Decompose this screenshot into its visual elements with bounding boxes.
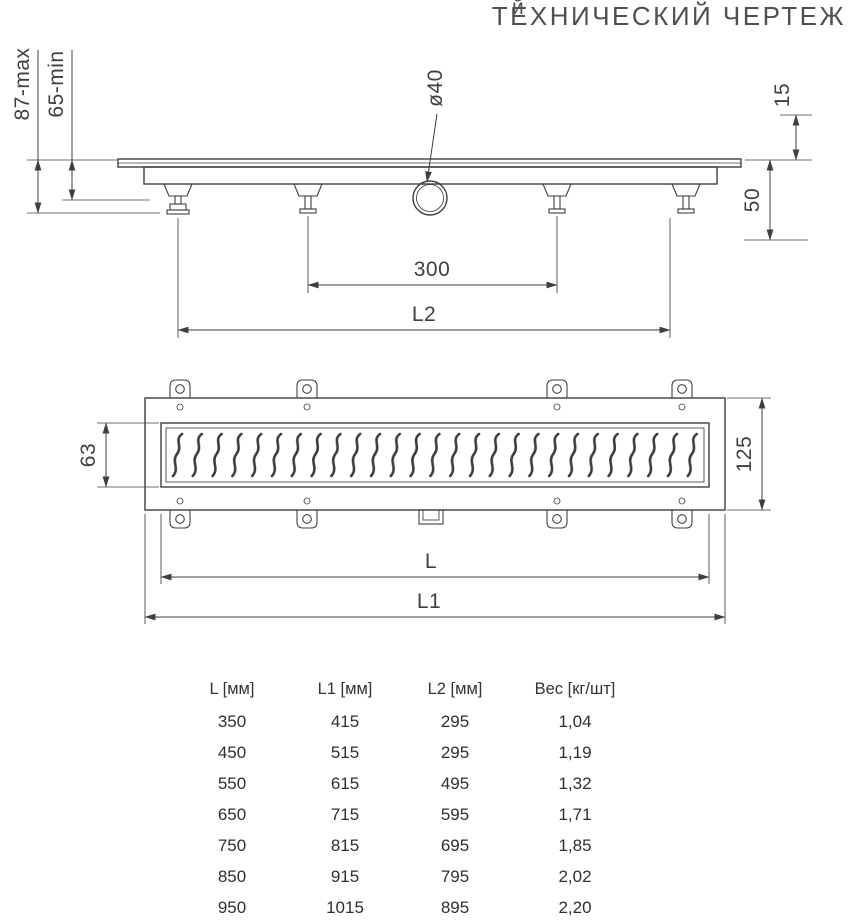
table-row: 950 1015 895 2,20 bbox=[170, 892, 636, 923]
table-cell: 795 bbox=[440, 866, 470, 886]
dim-label-63: 63 bbox=[77, 443, 100, 467]
table-cell: 695 bbox=[440, 835, 470, 855]
size-table: L [мм] L1 [мм] L2 [мм] Вес [кг/шт] 350 4… bbox=[170, 676, 636, 923]
drain-outlet bbox=[412, 180, 448, 216]
top-view: 63 125 L L1 bbox=[77, 379, 771, 624]
table-cell: 950 bbox=[217, 897, 247, 917]
table-cell: 415 bbox=[330, 711, 360, 731]
mounting-tab bbox=[546, 379, 568, 399]
table-cell: 1,71 bbox=[558, 804, 592, 824]
table-cell: 895 bbox=[440, 897, 470, 917]
support-leg bbox=[542, 183, 572, 214]
table-header-row: L [мм] L1 [мм] L2 [мм] Вес [кг/шт] bbox=[170, 676, 636, 702]
dimension-outlet-diameter: ø40 bbox=[424, 69, 447, 183]
table-cell: 450 bbox=[217, 742, 247, 762]
dimension-125: 125 bbox=[727, 397, 771, 511]
table-header-cell: L2 [мм] bbox=[427, 679, 483, 698]
table-cell: 1,85 bbox=[558, 835, 592, 855]
table-cell: 2,02 bbox=[558, 866, 592, 886]
table-cell: 1015 bbox=[326, 897, 364, 917]
table-cell: 915 bbox=[330, 866, 360, 886]
page-title: ТЕХНИЧЕСКИЙ ЧЕРТЕЖ bbox=[491, 1, 846, 31]
support-leg bbox=[671, 183, 701, 214]
dimension-height-min: 65-min bbox=[45, 50, 150, 201]
table-row: 750 815 695 1,85 bbox=[170, 830, 636, 861]
table-cell: 350 bbox=[217, 711, 247, 731]
table-cell: 2,20 bbox=[558, 897, 592, 917]
table-cell: 715 bbox=[330, 804, 360, 824]
mounting-tab bbox=[296, 379, 318, 399]
table-cell: 1,32 bbox=[558, 773, 592, 793]
mounting-tab bbox=[671, 509, 693, 529]
table-cell: 615 bbox=[330, 773, 360, 793]
support-leg bbox=[293, 183, 323, 214]
dimension-l2: L2 bbox=[177, 218, 671, 338]
dim-label-65-min: 65-min bbox=[45, 50, 68, 117]
table-header-cell: L1 [мм] bbox=[317, 679, 373, 698]
table-cell: 1,19 bbox=[558, 742, 592, 762]
table-cell: 1,04 bbox=[558, 711, 592, 731]
mounting-tab bbox=[671, 379, 693, 399]
dimension-l: L bbox=[160, 514, 710, 584]
table-row: 550 615 495 1,32 bbox=[170, 768, 636, 799]
table-cell: 495 bbox=[440, 773, 470, 793]
mounting-tab bbox=[296, 509, 318, 529]
dimension-63: 63 bbox=[77, 422, 159, 488]
mounting-tab bbox=[546, 509, 568, 529]
screw-holes bbox=[176, 403, 686, 505]
table-row: 350 415 295 1,04 bbox=[170, 706, 636, 737]
dim-label-l: L bbox=[425, 550, 437, 573]
mounting-tab bbox=[169, 509, 191, 529]
table-cell: 650 bbox=[217, 804, 247, 824]
table-cell: 295 bbox=[440, 742, 470, 762]
dim-label-d40: ø40 bbox=[424, 69, 447, 107]
table-header-cell: Вес [кг/шт] bbox=[534, 679, 616, 698]
table-row: 650 715 595 1,71 bbox=[170, 799, 636, 830]
table-cell: 295 bbox=[440, 711, 470, 731]
dimension-height-max: 87-max bbox=[11, 47, 160, 214]
table-cell: 850 bbox=[217, 866, 247, 886]
table-row: 450 515 295 1,19 bbox=[170, 737, 636, 768]
mounting-legs bbox=[163, 183, 701, 215]
dimension-depth-50: 50 bbox=[741, 159, 808, 241]
channel-body bbox=[143, 166, 718, 185]
dim-label-15: 15 bbox=[771, 83, 794, 107]
dim-label-l1: L1 bbox=[417, 590, 441, 613]
dimension-edge-15: 15 bbox=[745, 83, 812, 161]
grate bbox=[160, 422, 710, 488]
dim-label-300: 300 bbox=[414, 258, 451, 281]
table-cell: 550 bbox=[217, 773, 247, 793]
outlet-stub bbox=[418, 509, 444, 525]
dim-label-l2: L2 bbox=[412, 303, 436, 326]
dimension-300: 300 bbox=[307, 216, 558, 293]
table-row: 850 915 795 2,02 bbox=[170, 861, 636, 892]
dim-label-125: 125 bbox=[733, 436, 756, 473]
table-cell: 515 bbox=[330, 742, 360, 762]
adjustable-foot bbox=[163, 183, 193, 215]
table-cell: 750 bbox=[217, 835, 247, 855]
clipped-text-fragment: й bbox=[512, 0, 524, 19]
side-view: 87-max 65-min 15 50 ø40 bbox=[11, 47, 812, 338]
dimension-l1: L1 bbox=[144, 514, 726, 624]
table-header-cell: L [мм] bbox=[209, 679, 255, 698]
dim-label-87-max: 87-max bbox=[11, 47, 34, 120]
table-cell: 595 bbox=[440, 804, 470, 824]
mounting-tab bbox=[169, 379, 191, 399]
dim-label-50: 50 bbox=[741, 188, 764, 212]
table-cell: 815 bbox=[330, 835, 360, 855]
